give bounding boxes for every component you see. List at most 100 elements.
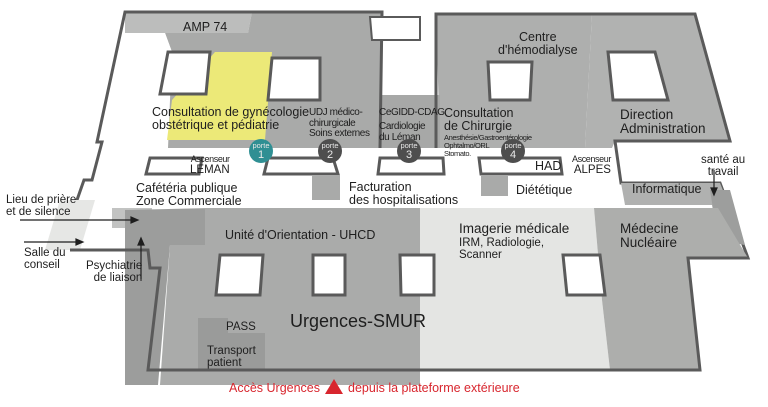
arrow-psychiatrie <box>137 236 145 279</box>
label-consultation-chirurgie-sub: Anesthésie/Gastroentérologie Ophtalmo/OR… <box>444 134 532 158</box>
label-ascenseur-alpes: Ascenseur ALPES <box>572 154 611 177</box>
label-line: des hospitalisations <box>349 193 459 208</box>
label-line: travail <box>707 166 739 179</box>
label-line: de liaison <box>93 272 143 285</box>
label-line: UDJ médico- <box>309 107 363 118</box>
label-line: Ascenseur <box>572 154 611 164</box>
zone-amp-74[interactable] <box>125 12 252 33</box>
corridor-box <box>376 156 446 176</box>
porte-number: 2 <box>326 149 334 161</box>
label-line: Consultation <box>444 106 514 120</box>
label-line: Zone Commerciale <box>136 194 242 209</box>
zone-imagerie[interactable] <box>420 208 610 370</box>
porte-number: 3 <box>405 149 413 161</box>
label-had: HAD <box>535 159 562 173</box>
label-line: Ascenseur <box>190 154 230 164</box>
label-line: Consultation de gynécologie <box>152 105 310 119</box>
label-amp-74: AMP 74 <box>183 20 228 34</box>
label-imagerie: Imagerie médicale <box>459 221 570 236</box>
label-cafeteria: Cafétéria publique Zone Commerciale <box>136 181 242 209</box>
courtyard <box>158 50 212 96</box>
acces-urgences-label: Accès Urgences <box>229 381 321 395</box>
label-psychiatrie: Psychiatrie de liaison <box>86 260 142 284</box>
label-direction: Direction Administration <box>620 107 706 137</box>
label-line: conseil <box>24 259 60 272</box>
label-line: patient <box>207 357 242 370</box>
label-line: Transport <box>207 345 256 357</box>
label-urgences-smur: Urgences-SMUR <box>290 311 427 331</box>
courtyard <box>266 56 322 102</box>
zone-pass[interactable] <box>198 318 228 333</box>
label-salle-conseil: Salle du conseil <box>24 247 66 271</box>
label-cardiologie: Cardiologie du Léman <box>379 121 426 143</box>
zone-lieu-priere[interactable] <box>45 200 95 250</box>
corridor-box <box>262 156 341 176</box>
label-gynecologie: Consultation de gynécologie obstétrique … <box>152 105 310 133</box>
label-ascenseur-leman: Ascenseur LEMAN <box>190 154 230 177</box>
label-line: Cardiologie <box>379 121 426 132</box>
label-line: Centre <box>519 30 557 44</box>
label-line: IRM, Radiologie, <box>459 237 545 249</box>
zone-gyneco-highlight[interactable] <box>167 52 272 140</box>
courtyard <box>606 50 670 102</box>
label-pass: PASS <box>226 321 256 333</box>
label-line: Direction <box>620 107 674 122</box>
label-informatique: Informatique <box>632 182 702 196</box>
porte-word: porte <box>252 141 270 150</box>
zone-facturation[interactable] <box>312 175 340 200</box>
acces-plateforme-label: depuis la plateforme extérieure <box>348 381 520 395</box>
label-consultation-chirurgie: Consultation de Chirurgie <box>444 106 514 134</box>
courtyard <box>214 253 265 297</box>
label-medecine-nucleaire: Médecine Nucléaire <box>620 221 679 251</box>
porte-number: 1 <box>257 149 265 161</box>
label-line: Soins externes <box>309 128 370 139</box>
arrow-lieu-priere <box>20 216 140 224</box>
label-line: Scanner <box>459 249 502 262</box>
label-line: Nucléaire <box>620 235 678 251</box>
zone-transport[interactable] <box>198 333 265 370</box>
zone-dietetique[interactable] <box>481 175 508 196</box>
label-line: Facturation <box>349 180 412 194</box>
arrow-salle-conseil <box>24 238 85 246</box>
label-line: Médecine <box>620 221 679 236</box>
label-transport-patient: Transport patient <box>207 345 256 369</box>
label-line: Administration <box>620 121 706 137</box>
label-line: Salle du <box>24 247 66 259</box>
label-line: LEMAN <box>190 164 230 177</box>
zone-cardio-band[interactable] <box>380 95 440 148</box>
label-line: de Chirurgie <box>444 119 513 134</box>
zone-medecine-nucleaire[interactable] <box>594 208 748 370</box>
porte-word: porte <box>504 141 522 150</box>
label-uhcd: Unité d'Orientation - UHCD <box>225 228 376 242</box>
label-sante-travail: santé au travail <box>701 154 745 178</box>
courtyard <box>311 253 347 297</box>
courtyard <box>368 16 421 41</box>
arrow-sante-travail <box>710 170 718 197</box>
porte-3-marker[interactable]: porte 3 <box>397 139 421 163</box>
label-line: Lieu de prière <box>6 194 77 206</box>
corridor-box <box>144 156 204 176</box>
zone-psychiatrie[interactable] <box>125 208 210 385</box>
label-cegidd: CeGIDD-CDAG <box>379 107 445 118</box>
label-dietetique: Diététique <box>516 183 573 197</box>
porte-4-marker[interactable]: porte 4 <box>501 139 525 163</box>
courtyard <box>486 60 534 102</box>
label-line: santé au <box>701 154 746 166</box>
label-imagerie-sub: IRM, Radiologie, Scanner <box>459 237 544 261</box>
porte-word: porte <box>400 141 418 150</box>
label-line: Stomato. <box>444 148 471 158</box>
porte-1-marker[interactable]: porte 1 <box>249 139 273 163</box>
label-facturation: Facturation des hospitalisations <box>349 180 459 208</box>
label-line: ALPES <box>573 164 611 177</box>
triangle-up-icon <box>325 379 344 394</box>
upper-outline <box>68 10 384 221</box>
label-line: obstétrique et pédiatrie <box>152 118 280 133</box>
label-line: Anesthésie/Gastroentérologie <box>444 133 532 142</box>
porte-2-marker[interactable]: porte 2 <box>318 139 342 163</box>
label-line: chirurgicale <box>309 117 356 129</box>
label-lieu-priere: Lieu de prière et de silence <box>6 194 76 218</box>
label-hemodialyse: Centre d'hémodialyse <box>498 30 578 57</box>
label-line: Cafétéria publique <box>136 181 238 195</box>
porte-word: porte <box>321 141 339 150</box>
